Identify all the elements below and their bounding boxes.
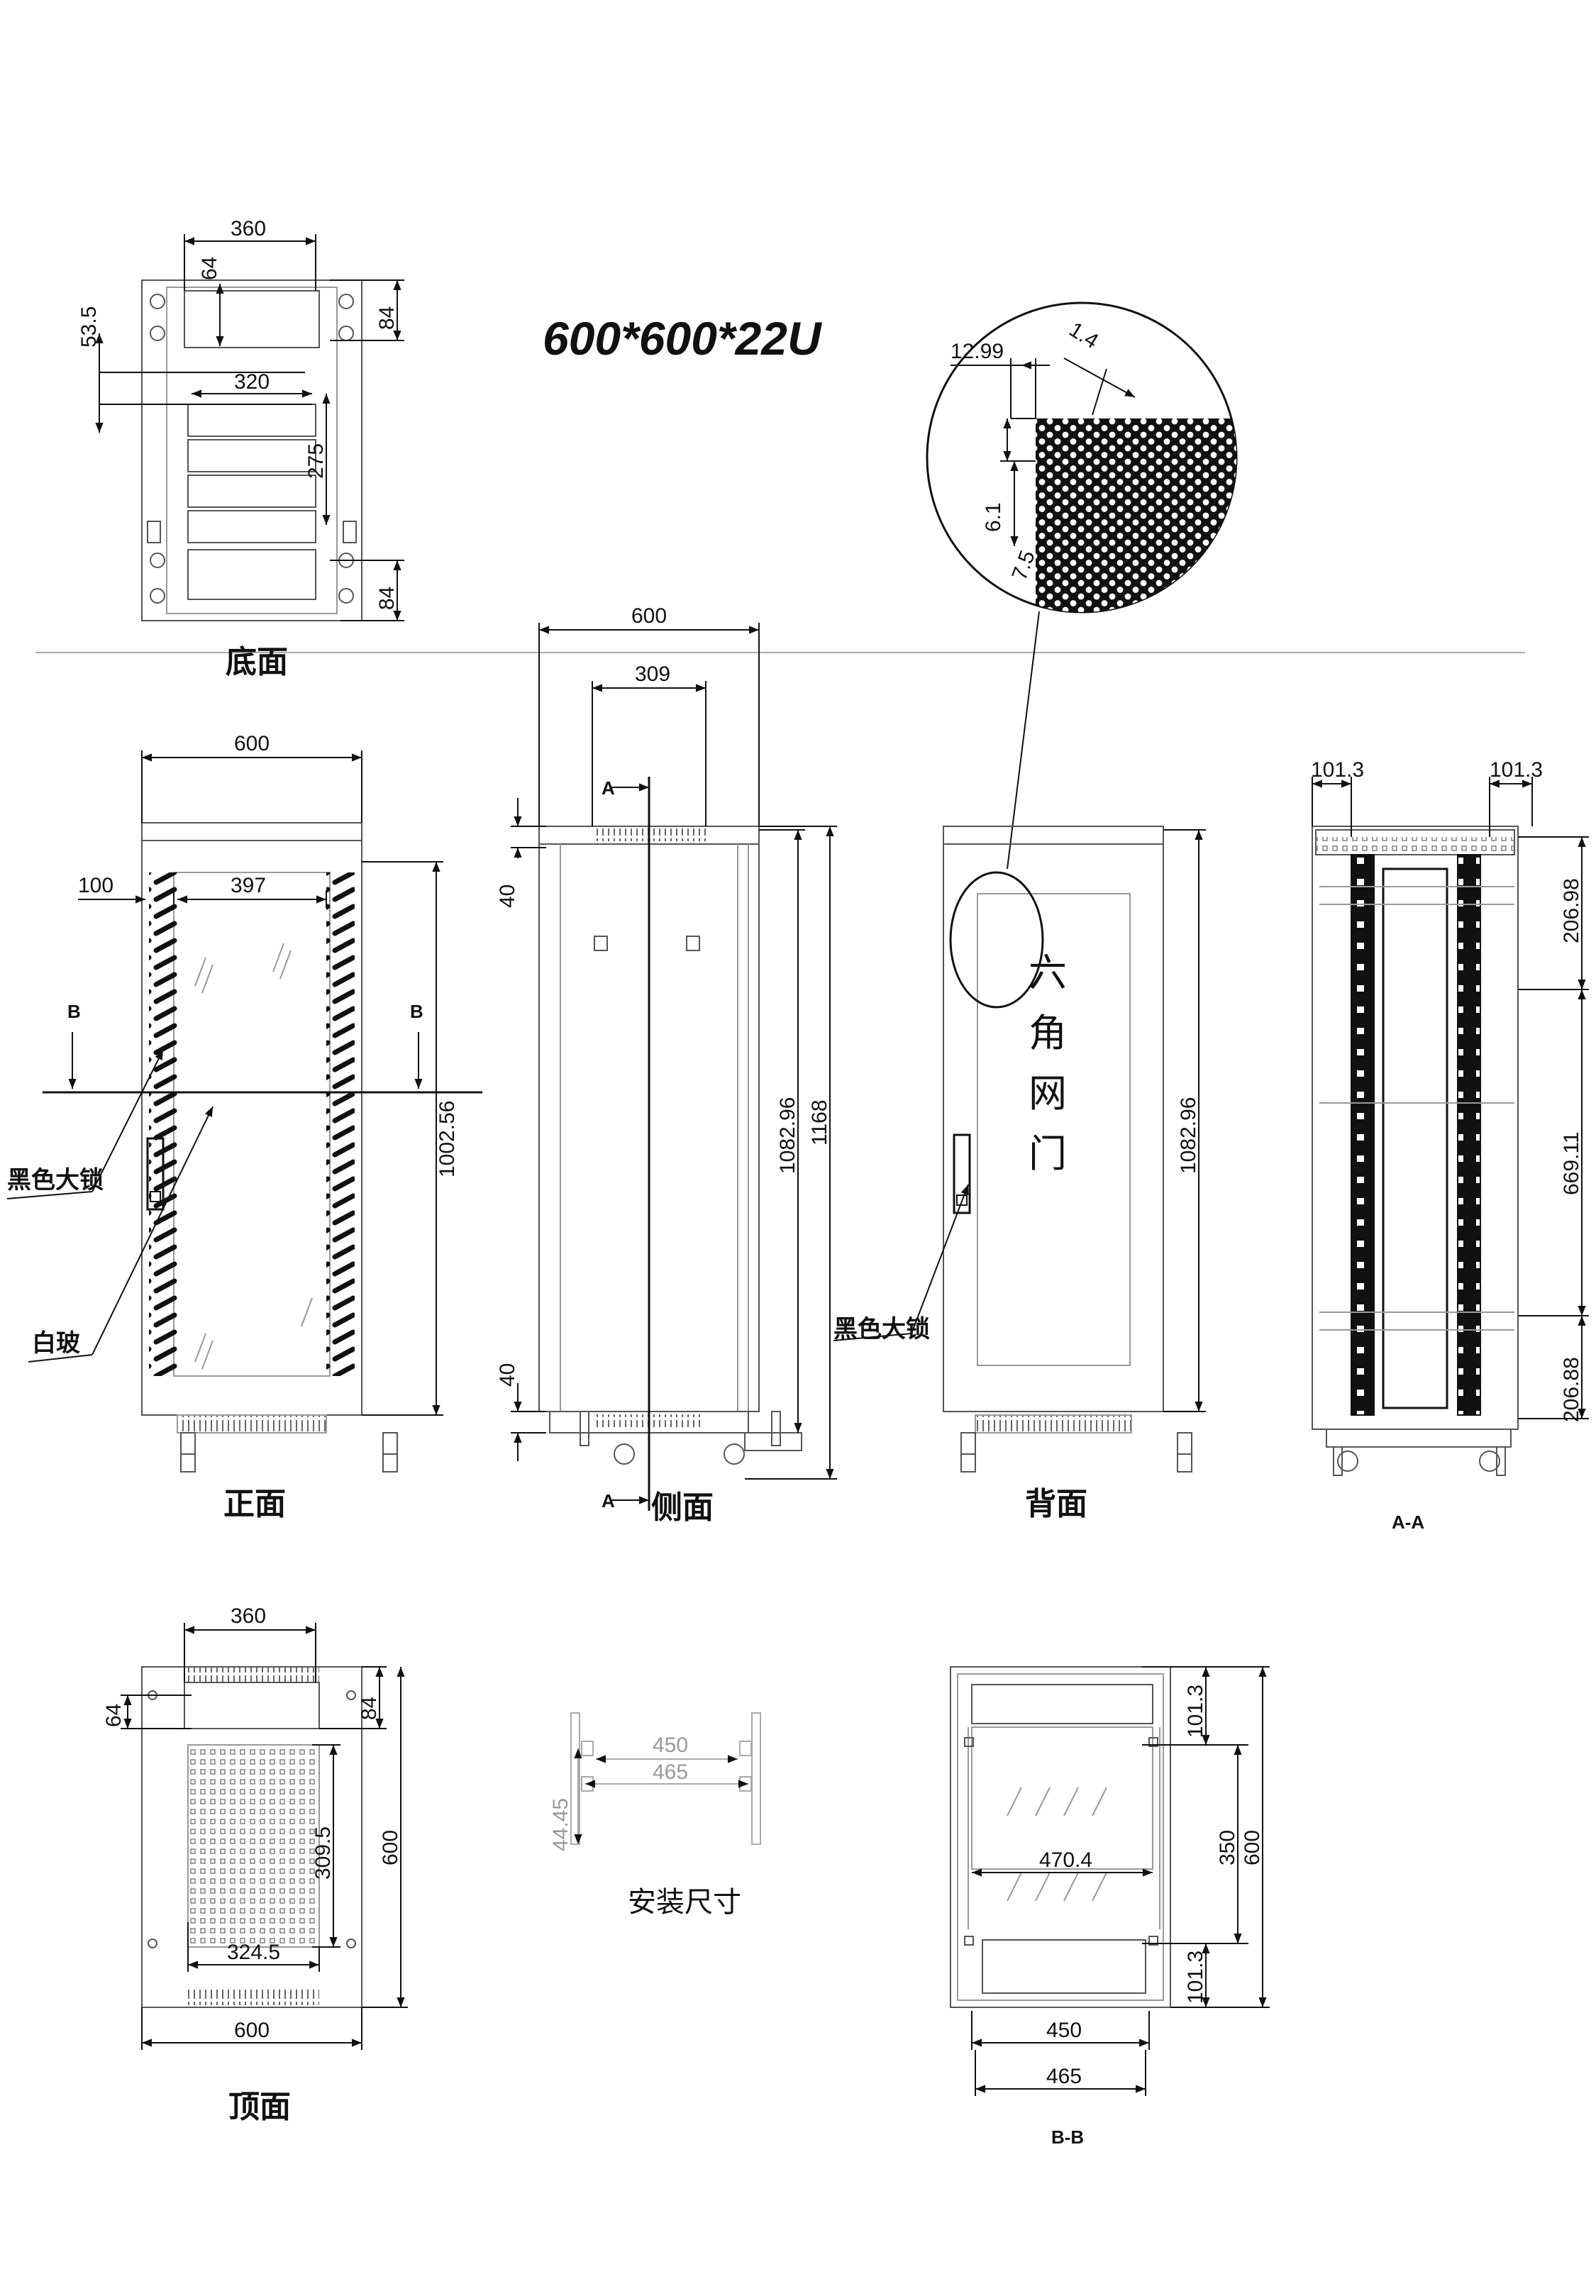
bottom-dim-inner: 64 (198, 257, 221, 280)
side-dim-total: 1168 (808, 1099, 831, 1146)
detail-dim-pitch: 12.99 (951, 340, 1004, 363)
bottom-dim-mid: 320 (234, 370, 270, 394)
section-aa-caption: A-A (1392, 1512, 1424, 1533)
side-view (538, 826, 802, 1465)
bottom-view (141, 279, 362, 621)
bottom-caption: 底面 (226, 645, 288, 680)
top-dim-top: 84 (358, 1697, 381, 1720)
side-dim-width: 600 (631, 604, 667, 628)
section-aa-view (1312, 826, 1519, 1476)
bottom-dim-top: 84 (375, 306, 399, 330)
top-dim-total-width: 600 (234, 2019, 270, 2042)
top-dim-height: 309.5 (311, 1826, 335, 1880)
front-caption: 正面 (223, 1487, 286, 1521)
bottom-dim-width: 360 (231, 217, 266, 240)
top-caption: 顶面 (228, 2090, 291, 2124)
back-caption: 背面 (1025, 1487, 1087, 1521)
section-bb-view (950, 1666, 1171, 2008)
section-aa-dim-top: 206.98 (1560, 878, 1583, 943)
section-bb-dimensions (971, 1666, 1270, 2096)
top-dim-inner: 64 (102, 1704, 126, 1727)
back-door-label-2: 角 (1029, 1012, 1067, 1055)
top-view (141, 1666, 362, 2008)
section-bb-dim-w1: 450 (1046, 2019, 1082, 2042)
top-dimensions (121, 1623, 408, 2050)
side-section-bottom: A (602, 1490, 615, 1512)
hex-mesh-detail: 12.99 1.4 6.1 7.5 (926, 301, 1238, 870)
back-view (943, 826, 1192, 1473)
front-view (141, 822, 398, 1473)
side-dim-top: 40 (496, 884, 519, 908)
section-bb-dim-mid: 350 (1216, 1830, 1239, 1865)
top-dim-width: 360 (231, 1604, 266, 1628)
top-dim-bottom-width: 324.5 (227, 1941, 280, 1964)
front-dim-width: 600 (234, 732, 270, 755)
section-aa-dim-mid: 669.11 (1560, 1131, 1583, 1195)
section-aa-dim-left: 101.3 (1311, 758, 1364, 782)
bottom-dim-height: 275 (304, 443, 328, 479)
back-door-label-4: 门 (1029, 1133, 1067, 1175)
side-dim-inner: 309 (635, 662, 670, 686)
back-dim-height: 1082.96 (1177, 1097, 1200, 1174)
drawing-title: 600*600*22U (543, 312, 823, 365)
install-view (570, 1712, 761, 1845)
install-dim-b: 465 (653, 1760, 688, 1784)
section-aa-dim-right: 101.3 (1490, 758, 1543, 782)
front-dimensions (6, 750, 482, 1416)
section-bb-caption: B-B (1051, 2126, 1084, 2148)
top-dim-depth: 600 (379, 1830, 402, 1865)
side-dim-height: 1082.96 (776, 1097, 799, 1174)
front-section-right: B (410, 1001, 423, 1022)
section-bb-dim-total: 600 (1241, 1830, 1264, 1865)
front-label-lock: 黑色大锁 (7, 1167, 104, 1194)
section-bb-dim-inner: 470.4 (1039, 1848, 1092, 1872)
side-dimensions (511, 623, 837, 1511)
front-label-glass: 白玻 (32, 1330, 80, 1357)
install-caption: 安装尺寸 (628, 1887, 741, 1918)
side-caption: 侧面 (651, 1490, 714, 1525)
section-bb-dim-lower: 101.3 (1184, 1951, 1207, 2004)
front-dim-inner: 397 (231, 874, 266, 897)
detail-dim-a: 6.1 (982, 502, 1005, 532)
section-bb-dim-upper: 101.3 (1184, 1685, 1207, 1738)
install-dim-c: 44.45 (549, 1798, 572, 1851)
back-door-label-1: 六 (1029, 952, 1067, 994)
bottom-dimensions (95, 234, 404, 621)
section-aa-dim-bottom: 206.88 (1560, 1357, 1583, 1422)
bottom-dim-bottom: 84 (375, 587, 399, 610)
front-dim-height: 1002.56 (436, 1101, 459, 1177)
back-dimensions (833, 829, 1206, 1412)
section-aa-dimensions (1312, 777, 1589, 1419)
section-bb-dim-w2: 465 (1046, 2065, 1082, 2088)
front-dim-offset: 100 (78, 874, 113, 897)
front-section-left: B (67, 1001, 81, 1022)
back-label-lock: 黑色大锁 (833, 1316, 930, 1343)
back-door-label-3: 网 (1029, 1072, 1067, 1115)
side-section-top: A (602, 777, 615, 799)
side-dim-bottom: 40 (496, 1363, 519, 1387)
install-dim-a: 450 (653, 1734, 688, 1757)
bottom-dim-left: 53.5 (77, 306, 101, 348)
